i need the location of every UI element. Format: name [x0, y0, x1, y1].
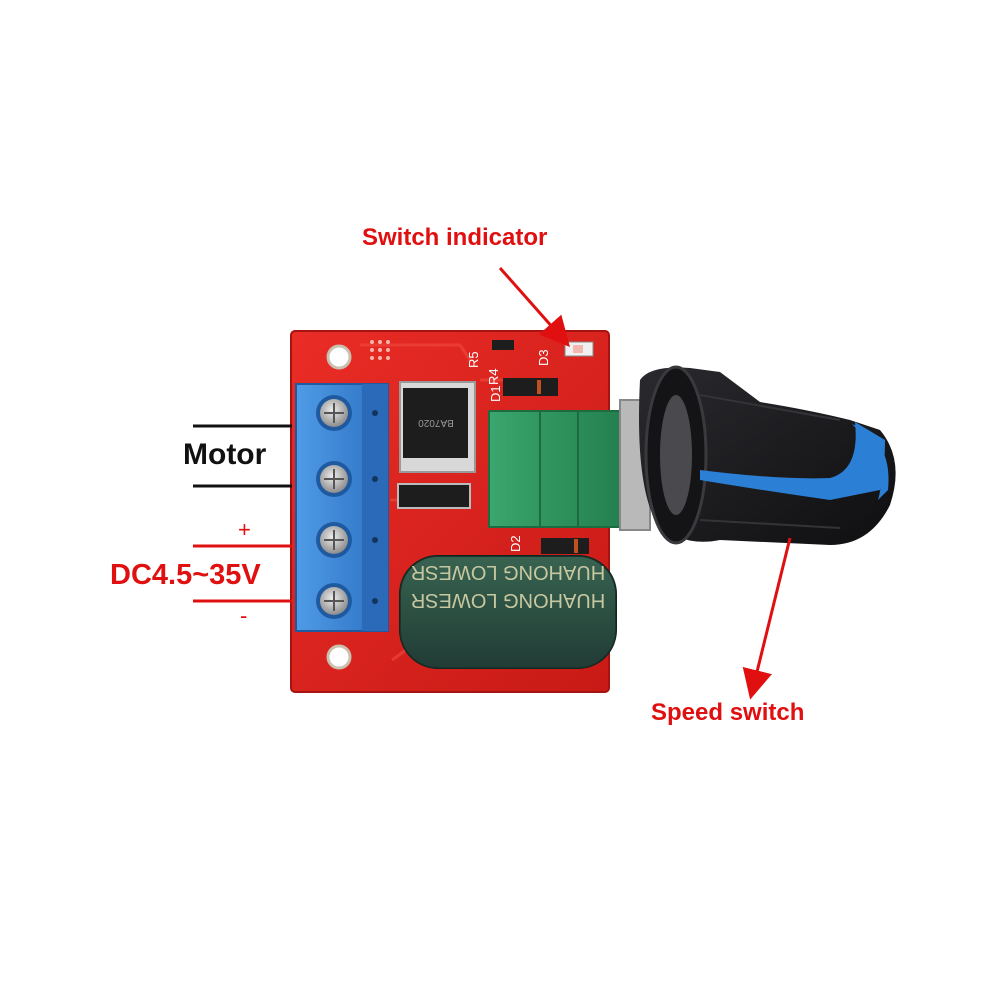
capacitor-marking: HUAHONG LOWESR: [411, 589, 605, 611]
switch-indicator-label: Switch indicator: [362, 224, 548, 251]
motor-label: Motor: [183, 438, 267, 471]
terminal-block: [295, 383, 389, 632]
silkscreen-r5: R5: [466, 351, 481, 368]
silkscreen-d2: D2: [508, 535, 523, 552]
speed-knob: [639, 365, 896, 545]
led-indicator: [564, 341, 594, 357]
silkscreen-d3: D3: [536, 349, 551, 366]
silkscreen-d1: D1: [488, 385, 503, 402]
dc-voltage-label: DC4.5~35V: [110, 559, 261, 591]
terminal-screw: [316, 395, 352, 431]
positive-terminal-label: +: [238, 517, 251, 542]
silkscreen-r4: R4: [486, 368, 501, 385]
speed-switch-arrow: [742, 537, 792, 700]
capacitor-marking: HUAHONG LOWESR: [411, 561, 605, 583]
mounting-hole: [326, 344, 352, 370]
smd-component: [397, 340, 589, 554]
chip-marking: BA7020: [418, 417, 454, 428]
power-wires: [193, 544, 292, 603]
terminal-screw: [316, 583, 352, 619]
motor-wires: [193, 424, 292, 488]
terminal-screw: [316, 522, 352, 558]
speed-switch-label: Speed switch: [651, 699, 805, 726]
knob-indicator-stripe: [700, 422, 885, 500]
terminal-screw: [316, 461, 352, 497]
negative-terminal-label: -: [240, 603, 248, 628]
electrolytic-capacitor: HUAHONG LOWESR HUAHONG LOWESR: [399, 555, 617, 669]
mosfet-chip: BA7020: [399, 381, 476, 473]
potentiometer: [488, 399, 651, 531]
switch-indicator-arrow: [498, 267, 570, 347]
mounting-hole: [326, 644, 352, 670]
